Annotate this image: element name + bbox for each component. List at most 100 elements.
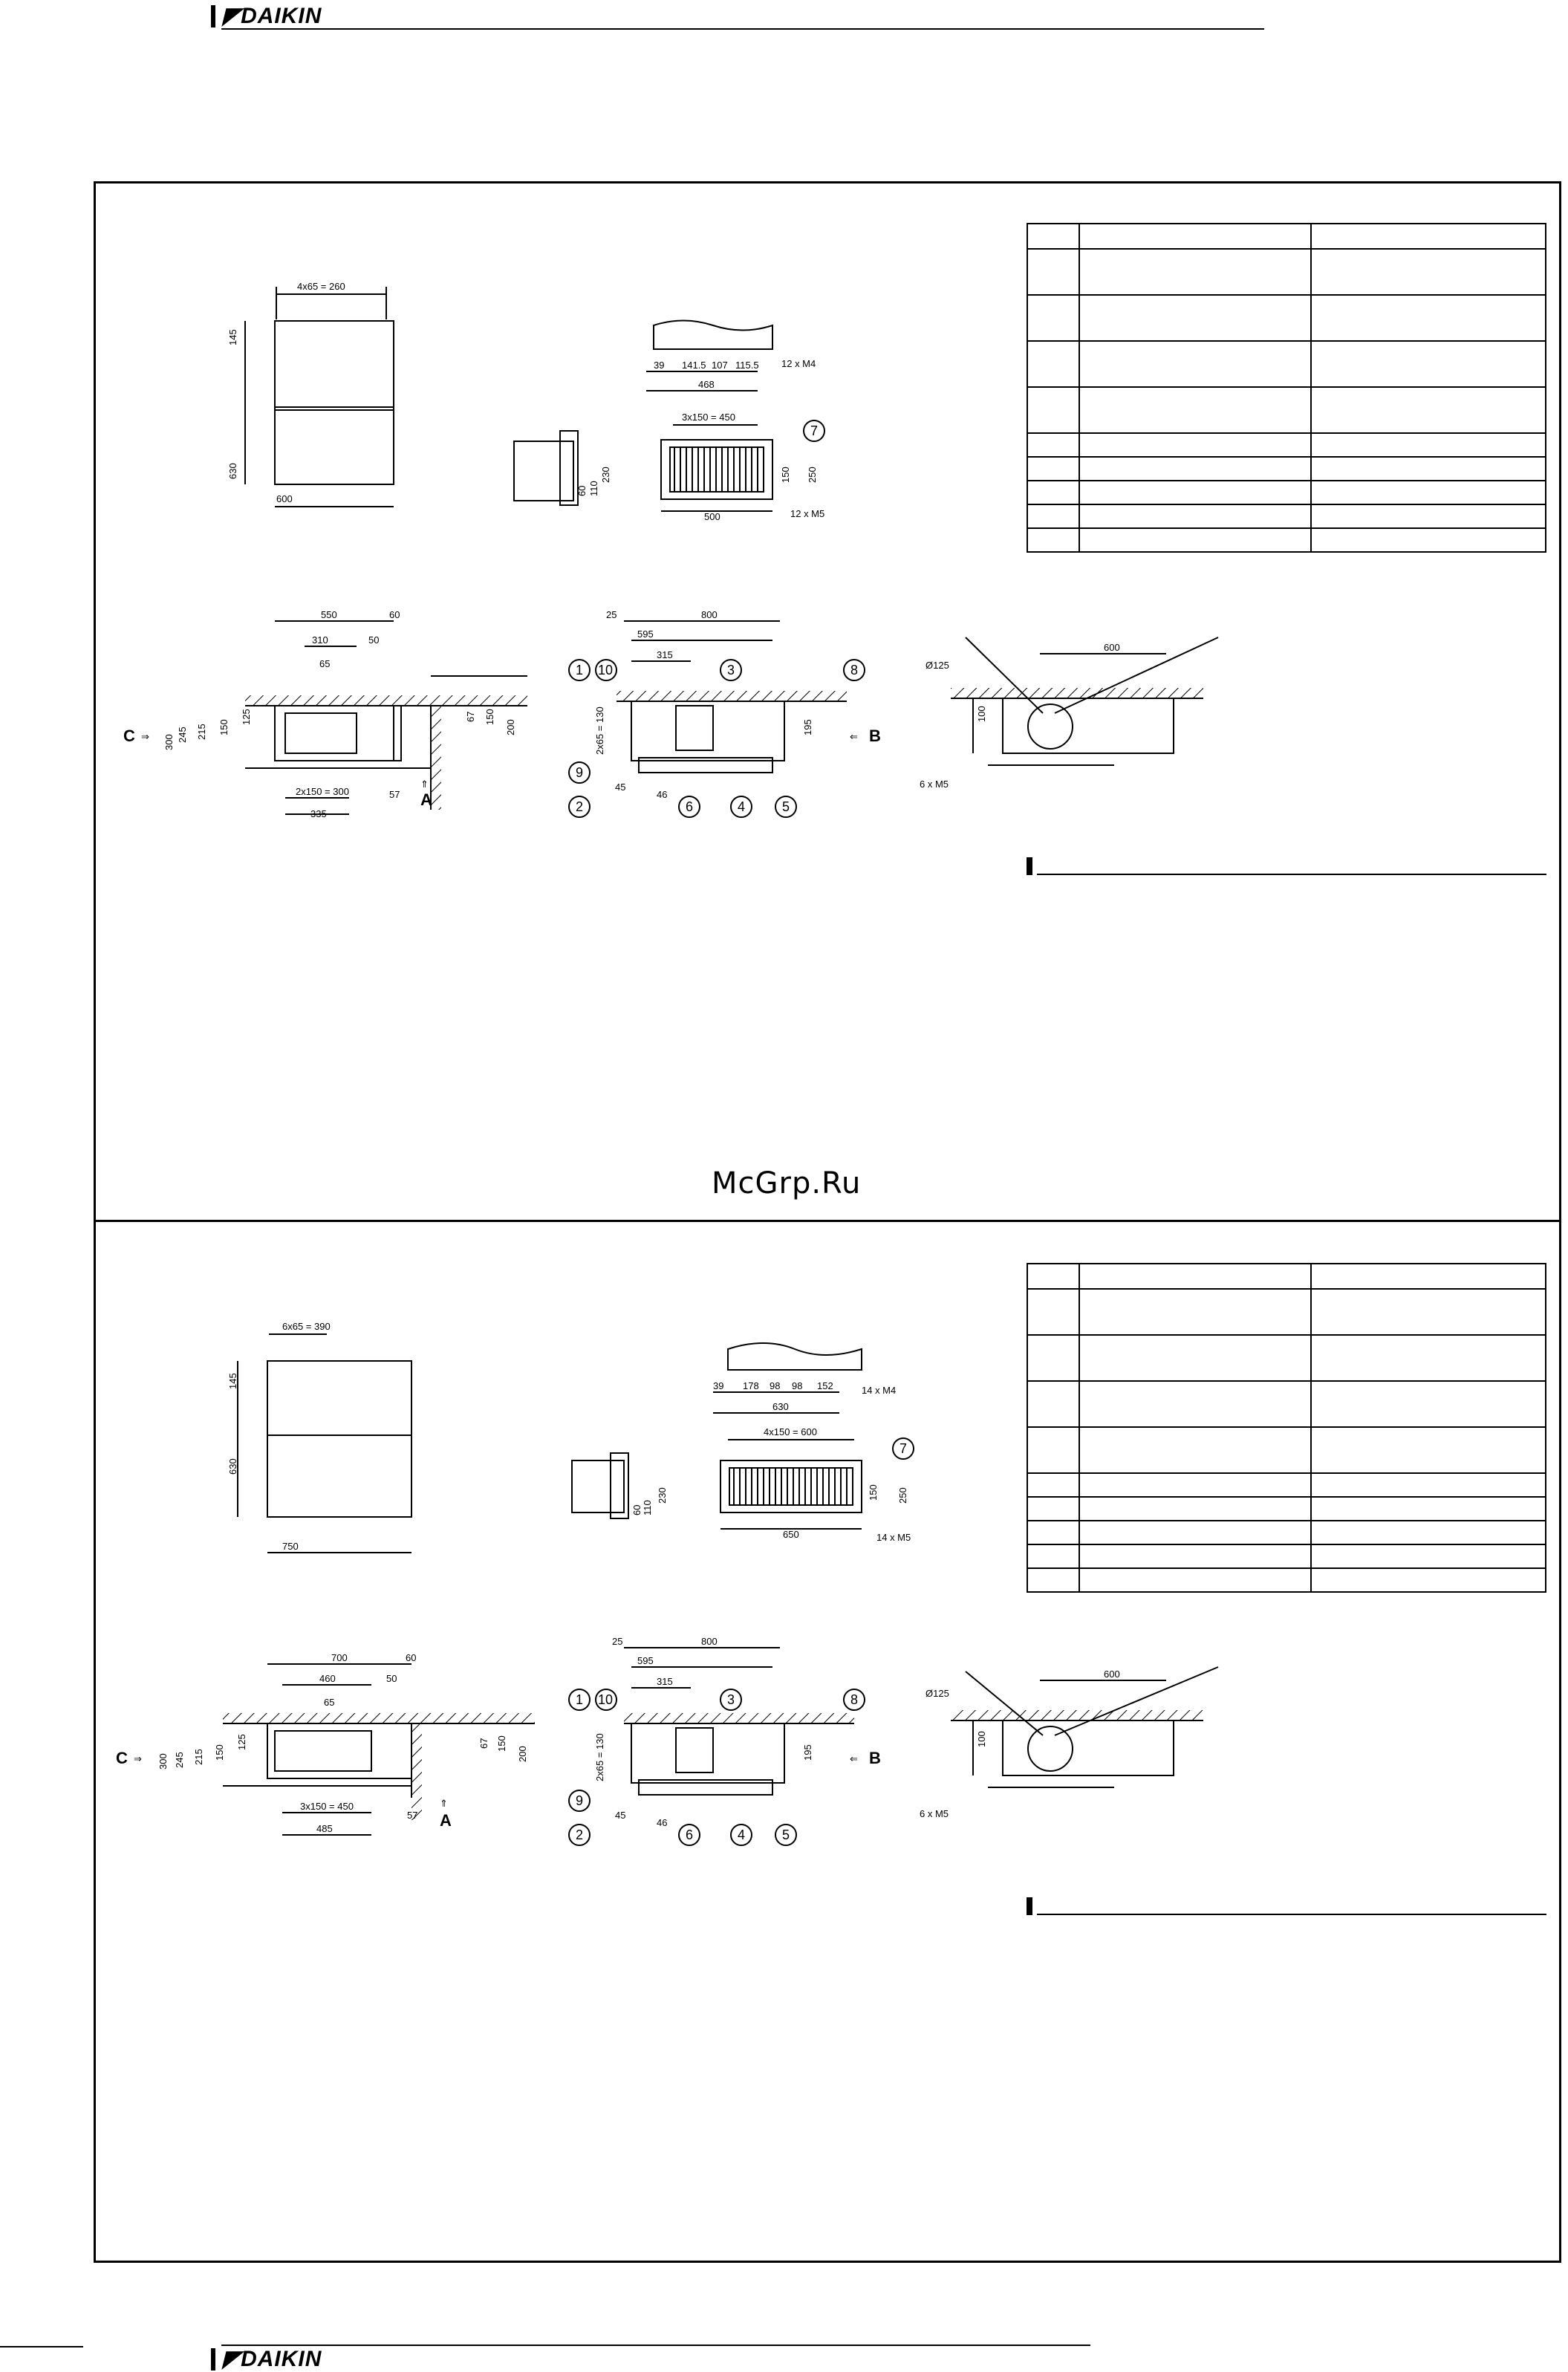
elev-a-h2: 245 <box>177 727 188 743</box>
notes-header-2 <box>1027 1897 1546 1915</box>
elev-a-mid2: 50 <box>386 1673 397 1684</box>
callout-10: 10 <box>598 663 613 678</box>
elev-a-label-a: A <box>420 790 432 809</box>
elev-b-v2: 195 <box>802 1744 813 1761</box>
plan-top-dim: 4x65 = 260 <box>297 281 345 292</box>
elev-b-b2: 46 <box>657 1817 667 1828</box>
side-b: 110 <box>588 481 599 496</box>
grille-bolts: 12 x M5 <box>790 508 824 519</box>
grille-view <box>720 1437 914 1530</box>
elev-a-label-a: A <box>440 1811 452 1830</box>
elev-a-top1: 550 <box>321 609 337 620</box>
elev-b-t3: 595 <box>637 628 654 640</box>
elev-b-b1: 45 <box>615 1810 625 1821</box>
side-detail <box>571 1452 629 1519</box>
elev-b-v2: 195 <box>802 719 813 735</box>
elev-c-dia: Ø125 <box>925 1688 949 1699</box>
strip-seg-0: 39 <box>713 1380 723 1391</box>
elev-c-dia: Ø125 <box>925 660 949 671</box>
elev-a-bot3: 485 <box>316 1823 333 1834</box>
elev-a-h5: 125 <box>241 709 252 725</box>
side-a: 60 <box>631 1505 643 1515</box>
elev-a-r2: 150 <box>496 1735 507 1752</box>
elevation-b <box>568 620 865 818</box>
elev-b-label-b: B <box>869 1749 881 1767</box>
arrow-left-icon: ⇐ <box>850 731 858 742</box>
elevation-a <box>223 1663 535 1836</box>
elev-b-t2: 800 <box>701 1636 718 1647</box>
section-1-drawings: 4x65 = 260 600 145 630 39 141.5 107 115.… <box>123 281 1219 819</box>
notes-header-1 <box>1027 857 1546 875</box>
elev-a-r2: 150 <box>484 709 495 725</box>
footer-logo: ◤ DAIKIN <box>211 2346 322 2372</box>
elev-a-top2: 60 <box>406 1652 416 1663</box>
elev-b-v1: 2x65 = 130 <box>594 1733 605 1781</box>
callout-8: 8 <box>850 663 858 678</box>
elev-a-r3: 200 <box>517 1746 528 1762</box>
callout-4: 4 <box>738 799 745 814</box>
grille-h1: 150 <box>780 467 791 483</box>
elev-b-t4: 315 <box>657 1676 673 1687</box>
side-c: 230 <box>600 467 611 483</box>
elev-a-r1: 67 <box>465 712 476 722</box>
elev-a-h1: 300 <box>157 1753 169 1770</box>
notes-header-line <box>1037 1914 1546 1915</box>
daikin-logo-icon: ◤ <box>223 4 241 28</box>
elev-a-top2: 60 <box>389 609 400 620</box>
strip-seg-3: 98 <box>792 1380 802 1391</box>
elev-a-mid1: 460 <box>319 1673 336 1684</box>
elev-b-t1: 25 <box>612 1636 622 1647</box>
strip-seg-2: 98 <box>770 1380 780 1391</box>
elev-a-bot2: 57 <box>389 789 400 800</box>
arrow-left-icon: ⇐ <box>850 1753 858 1764</box>
elev-b-b1: 45 <box>615 782 625 793</box>
strip-seg-3: 115.5 <box>735 360 759 371</box>
callout-2: 2 <box>576 799 583 814</box>
elevation-b <box>568 1647 865 1846</box>
strip-view <box>646 319 773 391</box>
elev-b-b2: 46 <box>657 789 667 800</box>
watermark: McGrp.Ru <box>712 1166 862 1200</box>
footer-rule <box>221 2345 1090 2346</box>
callout-5: 5 <box>782 799 790 814</box>
elev-c-h: 100 <box>976 1731 987 1747</box>
callout-9: 9 <box>576 1793 583 1808</box>
strip-seg-4: 152 <box>817 1380 833 1391</box>
elev-a-h4: 150 <box>218 719 230 735</box>
elev-b-t3: 595 <box>637 1655 654 1666</box>
notes-header-tick <box>1027 1897 1032 1915</box>
callout-8: 8 <box>850 1692 858 1707</box>
elev-a-inner: 65 <box>319 658 330 669</box>
plan-h2-dim: 630 <box>227 463 238 479</box>
elev-a-h2: 245 <box>174 1752 185 1768</box>
elev-b-t4: 315 <box>657 649 673 660</box>
callout-6: 6 <box>686 799 693 814</box>
elev-a-top1: 700 <box>331 1652 348 1663</box>
elev-a-bot1: 3x150 = 450 <box>300 1801 354 1812</box>
callout-9: 9 <box>576 765 583 780</box>
elev-a-h5: 125 <box>236 1734 247 1750</box>
strip-seg-0: 39 <box>654 360 664 371</box>
side-a: 60 <box>576 486 588 496</box>
grille-bolts: 14 x M5 <box>876 1532 911 1543</box>
callout-1: 1 <box>576 1692 583 1707</box>
side-c: 230 <box>657 1487 668 1504</box>
elev-a-h3: 215 <box>193 1749 204 1765</box>
plan-h1-dim: 145 <box>227 329 238 345</box>
header-brand: DAIKIN <box>241 3 322 28</box>
elev-a-label-c: C <box>123 727 135 745</box>
callout-2: 2 <box>576 1827 583 1842</box>
elev-a-h4: 150 <box>214 1744 225 1761</box>
elev-c-bolts: 6 x M5 <box>920 1808 949 1819</box>
grille-top: 3x150 = 450 <box>682 412 735 423</box>
elev-a-r1: 67 <box>478 1738 489 1749</box>
arrow-up-icon: ⇑ <box>420 779 429 790</box>
grille-bottom: 500 <box>704 511 720 522</box>
elevation-c <box>951 1666 1219 1788</box>
footer-left-rule <box>0 2346 83 2347</box>
elev-a-h1: 300 <box>163 734 175 750</box>
plan-width-dim: 750 <box>282 1541 299 1552</box>
strip-seg-2: 107 <box>712 360 728 371</box>
callout-1: 1 <box>576 663 583 678</box>
elevation-c <box>951 637 1219 766</box>
